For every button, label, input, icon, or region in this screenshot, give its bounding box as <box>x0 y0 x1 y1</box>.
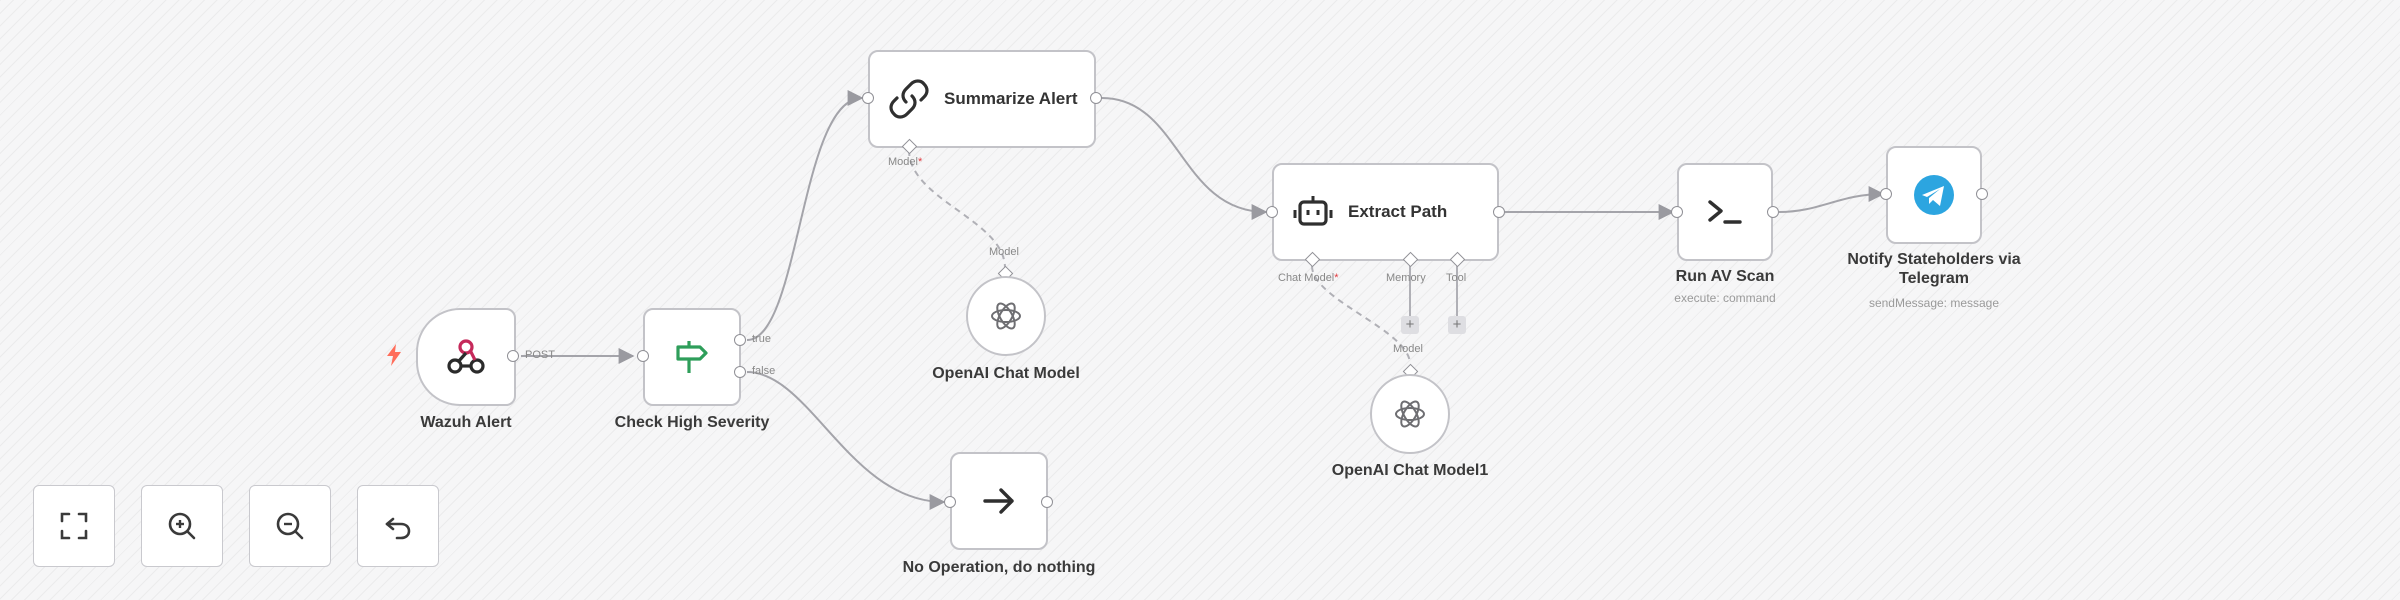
av-scan-input-port[interactable] <box>1671 206 1683 218</box>
run-av-scan-subtitle: execute: command <box>1674 291 1776 305</box>
notify-telegram-caption: Notify Stateholders via Telegram <box>1847 251 2021 287</box>
chain-link-icon <box>889 79 929 119</box>
undo-icon <box>385 517 411 540</box>
openai-model1-input-label: Model <box>1393 343 1423 355</box>
edge-model-to-summarize <box>908 149 1006 269</box>
extract-path-title: Extract Path <box>1348 202 1448 221</box>
zoom-out-icon <box>276 512 304 540</box>
check-true-label: true <box>752 333 771 345</box>
extract-tool-label: Tool <box>1446 272 1467 284</box>
openai-icon <box>1395 400 1425 428</box>
telegram-input-port[interactable] <box>1880 188 1892 200</box>
node-check-high-severity[interactable] <box>643 308 741 406</box>
wazuh-output-label: POST <box>525 349 555 361</box>
telegram-output-port[interactable] <box>1976 188 1988 200</box>
openai-model-input-label: Model <box>989 246 1019 258</box>
check-true-port[interactable] <box>734 334 746 346</box>
robot-icon <box>1293 196 1333 226</box>
extract-input-port[interactable] <box>1266 206 1278 218</box>
openai-chat-model-caption: OpenAI Chat Model <box>932 365 1080 382</box>
signpost-icon <box>676 341 708 373</box>
summarize-output-port[interactable] <box>1090 92 1102 104</box>
fit-view-button[interactable] <box>33 485 115 567</box>
notify-telegram-subtitle: sendMessage: message <box>1868 296 2000 310</box>
summarize-alert-title: Summarize Alert <box>944 89 1078 108</box>
check-false-label: false <box>752 365 776 377</box>
terminal-icon <box>1708 200 1742 224</box>
node-wazuh-alert[interactable] <box>416 308 516 406</box>
wazuh-alert-caption: Wazuh Alert <box>420 414 512 431</box>
node-extract-path[interactable]: Extract Path <box>1272 163 1499 261</box>
check-input-port[interactable] <box>637 350 649 362</box>
openai-icon <box>991 302 1021 330</box>
summarize-input-port[interactable] <box>862 92 874 104</box>
trigger-bolt-icon <box>387 344 401 366</box>
edge-av-to-telegram <box>1778 186 1885 213</box>
node-summarize-alert[interactable]: Summarize Alert <box>868 50 1096 148</box>
node-openai-chat-model[interactable] <box>966 276 1046 356</box>
edge-check-false-to-noop <box>746 371 946 510</box>
no-operation-caption: No Operation, do nothing <box>902 559 1096 576</box>
extract-memory-label: Memory <box>1386 272 1426 284</box>
check-false-port[interactable] <box>734 366 746 378</box>
reset-zoom-button[interactable] <box>357 485 439 567</box>
zoom-in-icon <box>168 512 196 540</box>
zoom-in-button[interactable] <box>141 485 223 567</box>
add-memory-button[interactable]: + <box>1401 316 1419 334</box>
arrow-right-icon <box>983 488 1014 514</box>
wazuh-output-port[interactable] <box>507 350 519 362</box>
node-notify-telegram[interactable] <box>1886 146 1982 244</box>
summarize-model-label: Model* <box>888 156 923 168</box>
fit-view-icon <box>60 512 88 540</box>
edge-model1-to-extract <box>1311 265 1411 365</box>
noop-output-port[interactable] <box>1041 496 1053 508</box>
extract-output-port[interactable] <box>1493 206 1505 218</box>
node-no-operation[interactable] <box>950 452 1048 550</box>
add-tool-button[interactable]: + <box>1448 316 1466 334</box>
av-scan-output-port[interactable] <box>1767 206 1779 218</box>
zoom-out-button[interactable] <box>249 485 331 567</box>
run-av-scan-caption: Run AV Scan <box>1675 268 1775 285</box>
check-high-severity-caption: Check High Severity <box>614 414 770 431</box>
node-openai-chat-model1[interactable] <box>1370 374 1450 454</box>
webhook-icon <box>447 339 485 374</box>
noop-input-port[interactable] <box>944 496 956 508</box>
extract-chat-model-label: Chat Model* <box>1278 272 1339 284</box>
openai-chat-model1-caption: OpenAI Chat Model1 <box>1331 462 1489 479</box>
edge-summarize-to-extract <box>1101 97 1268 220</box>
node-run-av-scan[interactable] <box>1677 163 1773 261</box>
edge-check-true-to-summarize <box>746 90 864 341</box>
telegram-icon <box>1914 175 1954 215</box>
